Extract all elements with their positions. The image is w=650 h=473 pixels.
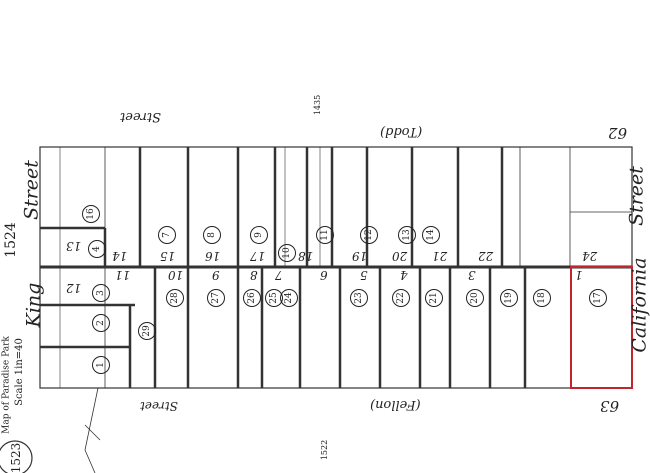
parcel-number: 1 <box>92 356 110 374</box>
lot-number: 14 <box>112 249 128 263</box>
lot-number: 17 <box>250 249 266 263</box>
lot-number: 18 <box>298 249 314 263</box>
parcel-number: 23 <box>350 289 368 307</box>
parcel-number: 11 <box>316 226 334 244</box>
parcel-number: 10 <box>278 244 296 262</box>
king-street-suffix: Street <box>20 160 43 220</box>
lot-number: 3 <box>468 268 476 282</box>
parcel-number: 21 <box>425 289 443 307</box>
parcel-number: 12 <box>360 226 378 244</box>
parcel-number: 14 <box>422 226 440 244</box>
parcel-number: 27 <box>207 289 225 307</box>
lot-number: 15 <box>160 249 176 263</box>
parcel-number: 7 <box>158 226 176 244</box>
page-number-circle <box>0 440 33 473</box>
lot-number: 20 <box>392 249 408 263</box>
map-title: Map of Paradise Park <box>1 336 12 434</box>
lot-number: 8 <box>250 268 258 282</box>
parcel-number: 18 <box>533 289 551 307</box>
parcel-number: 16 <box>82 205 100 223</box>
lot-number: 1 <box>575 268 583 282</box>
lot-number: 16 <box>205 249 221 263</box>
todd-street-number: 62 <box>608 124 628 142</box>
lot-number: 9 <box>212 268 220 282</box>
parcel-number: 20 <box>466 289 484 307</box>
lot-number: 7 <box>275 268 283 282</box>
parcel-number: 13 <box>398 226 416 244</box>
fellon-street-label: (Fellon) <box>370 397 421 412</box>
king-street-top-label: Street <box>120 109 161 124</box>
lot-number: 22 <box>478 249 494 263</box>
lot-number: 12 <box>66 281 82 295</box>
parcel-number: 3 <box>92 284 110 302</box>
california-street-label: California <box>628 257 650 353</box>
parcel-number: 4 <box>88 240 106 258</box>
lot-number: 4 <box>400 268 408 282</box>
fellon-street-suffix: Street <box>140 399 178 413</box>
adjacent-page-bottom: 1522 <box>320 439 329 461</box>
parcel-number: 24 <box>280 289 298 307</box>
map-scale: Scale 1in=40 <box>14 338 25 406</box>
adjacent-page-left: 1524 <box>3 222 19 258</box>
parcel-number: 17 <box>589 289 607 307</box>
parcel-number: 9 <box>250 226 268 244</box>
highlighted-parcel <box>570 266 633 389</box>
parcel-number: 8 <box>203 226 221 244</box>
lot-number: 11 <box>115 268 131 282</box>
lot-number: 5 <box>360 268 368 282</box>
lot-number: 6 <box>320 268 328 282</box>
parcel-number: 22 <box>392 289 410 307</box>
lot-number: 19 <box>352 249 368 263</box>
lot-number: 13 <box>66 239 82 253</box>
adjacent-page-top: 1435 <box>313 94 322 116</box>
lot-number: 10 <box>168 268 184 282</box>
parcel-number: 28 <box>166 289 184 307</box>
todd-street-label: (Todd) <box>380 124 423 139</box>
parcel-number: 2 <box>92 314 110 332</box>
fellon-street-number: 63 <box>600 397 620 415</box>
lot-number: 24 <box>582 249 598 263</box>
king-street-label: King <box>22 282 45 328</box>
parcel-number: 19 <box>500 289 518 307</box>
lot-number: 21 <box>432 249 448 263</box>
california-street-suffix: Street <box>625 166 648 226</box>
parcel-number: 29 <box>138 322 156 340</box>
page-number: 1523 <box>9 442 23 473</box>
parcel-number: 26 <box>243 289 261 307</box>
